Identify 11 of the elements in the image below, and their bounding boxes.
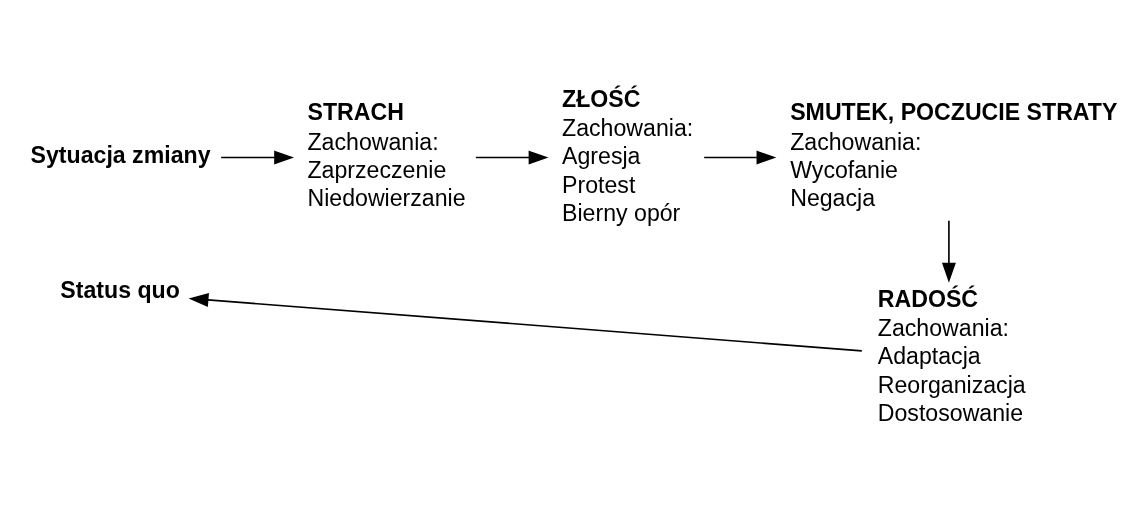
arrow xyxy=(941,219,956,283)
node-text: STRACH Zachowania: Zaprzeczenie Niedowierzanie xyxy=(307,98,466,211)
node-text: Status quo xyxy=(60,276,180,303)
arrow xyxy=(220,150,294,164)
node-text: Sytuacja zmiany xyxy=(30,141,211,168)
node-text: SMUTEK, POCZUCIE STRATY Zachowania: Wycofanie Negacja xyxy=(790,98,1118,211)
arrow xyxy=(475,150,549,164)
arrow xyxy=(703,150,777,164)
node-text: RADOŚĆ Zachowania: Adaptacja Reorganizacja Dostosowanie xyxy=(877,285,1026,426)
node-text: ZŁOŚĆ Zachowania: Agresja Protest Bierny opór xyxy=(562,85,694,226)
arrow xyxy=(188,292,863,352)
